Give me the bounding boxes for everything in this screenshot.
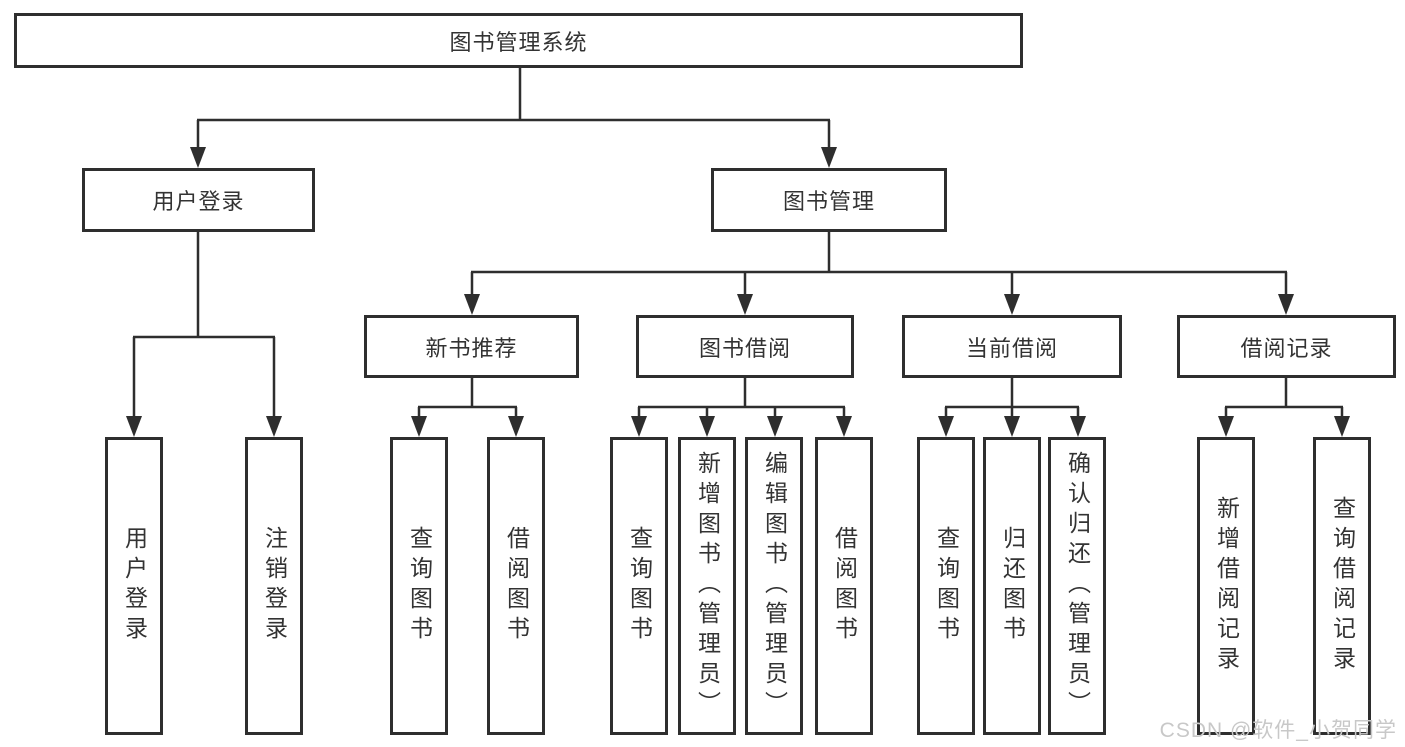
edges-newbook-to-leaves: [417, 378, 518, 421]
node-label: 新增借阅记录: [1213, 496, 1240, 676]
edges-root-to-level2: [196, 68, 831, 152]
leaf-query-book-current: 查询图书: [917, 437, 975, 735]
node-label: 图书管理: [782, 189, 875, 214]
node-book-borrow: 图书借阅: [636, 315, 854, 378]
node-label: 当前借阅: [965, 335, 1058, 361]
leaf-query-book-borrow: 查询图书: [610, 437, 668, 735]
node-label: 图书借阅: [698, 335, 791, 361]
leaf-query-borrow-record: 查询借阅记录: [1313, 437, 1371, 735]
node-label: 新增图书（管理员）: [694, 451, 721, 721]
node-user-login: 用户登录: [82, 168, 315, 232]
node-label: 新书推荐: [425, 335, 518, 361]
node-label: 借阅图书: [503, 526, 530, 646]
node-label: 用户登录: [121, 526, 148, 646]
leaf-borrow-book-borrow: 借阅图书: [815, 437, 873, 735]
node-borrow-record: 借阅记录: [1177, 315, 1396, 378]
node-current-borrow: 当前借阅: [902, 315, 1122, 378]
leaf-logout: 注销登录: [245, 437, 303, 735]
leaf-add-borrow-record: 新增借阅记录: [1197, 437, 1255, 735]
edges-bookborrow-to-leaves: [637, 378, 846, 421]
node-label: 查询借阅记录: [1329, 496, 1356, 676]
node-label: 查询图书: [933, 526, 960, 646]
node-new-book-recommend: 新书推荐: [364, 315, 579, 378]
node-label: 归还图书: [999, 526, 1026, 646]
node-label: 借阅图书: [831, 526, 858, 646]
node-label: 注销登录: [261, 526, 288, 646]
node-label: 查询图书: [406, 526, 433, 646]
leaf-add-book-admin: 新增图书（管理员）: [678, 437, 736, 735]
leaf-user-login: 用户登录: [105, 437, 163, 735]
edges-bookmgmt-to-level3: [470, 232, 1288, 300]
watermark-csdn: CSDN @软件_小贺同学: [1159, 719, 1397, 742]
node-library-system: 图书管理系统: [14, 13, 1023, 68]
leaf-return-book: 归还图书: [983, 437, 1041, 735]
leaf-query-book-newbook: 查询图书: [390, 437, 448, 735]
leaf-confirm-return-admin: 确认归还（管理员）: [1048, 437, 1106, 735]
node-label: 查询图书: [626, 526, 653, 646]
node-label: 编辑图书（管理员）: [761, 451, 788, 721]
edges-userlogin-to-leaves: [132, 232, 276, 421]
node-label: 图书管理系统: [449, 29, 588, 55]
node-book-management: 图书管理: [711, 168, 947, 232]
edges-currentborrow-to-leaves: [944, 378, 1080, 421]
leaf-edit-book-admin: 编辑图书（管理员）: [745, 437, 803, 735]
leaf-borrow-book-newbook: 借阅图书: [487, 437, 545, 735]
node-label: 用户登录: [152, 189, 245, 214]
node-label: 确认归还（管理员）: [1064, 451, 1091, 721]
node-label: 借阅记录: [1240, 335, 1333, 361]
edges-borrowrecord-to-leaves: [1224, 378, 1344, 421]
